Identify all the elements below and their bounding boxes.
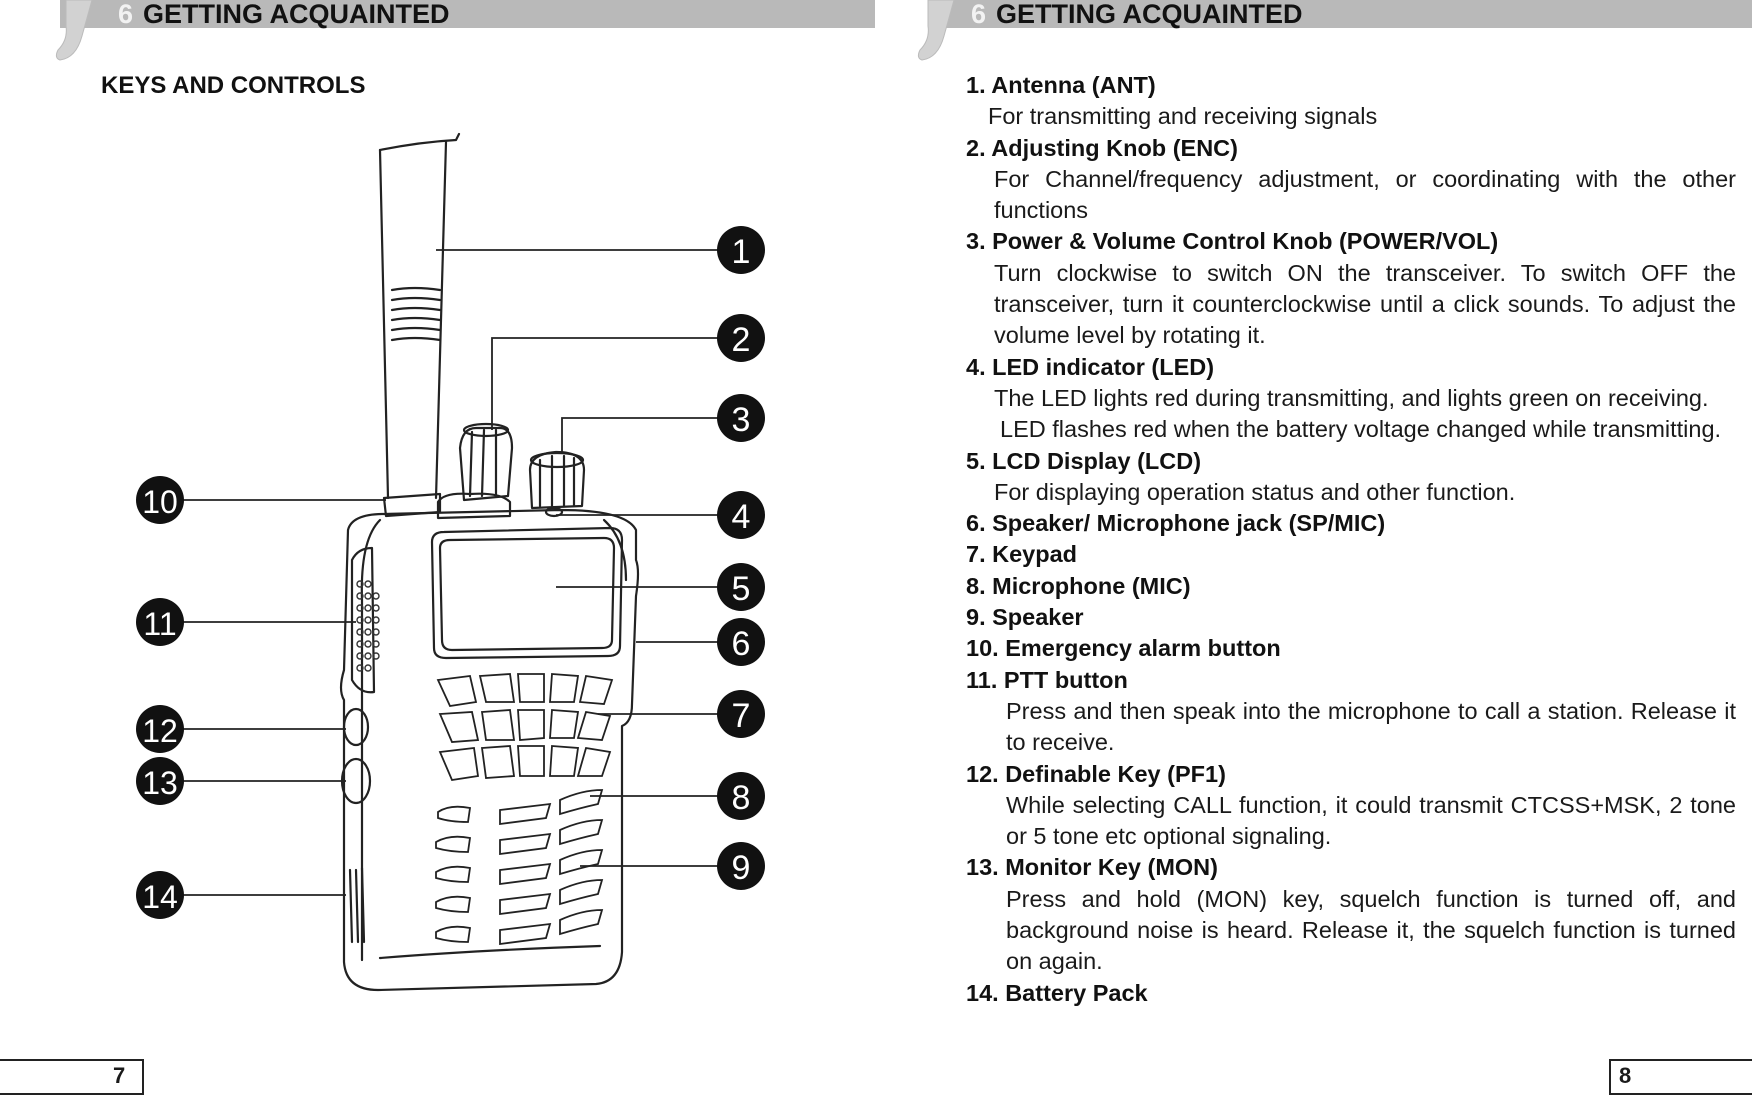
callout-label-1: 1 <box>732 233 751 271</box>
item-title: 11. PTT button <box>966 666 1128 693</box>
header-bar <box>60 0 875 28</box>
item-description: For Channel/frequency adjustment, or coo… <box>994 165 1736 224</box>
callout-label-10: 10 <box>142 484 178 520</box>
callout-1 <box>717 226 765 274</box>
list-item: 12. Definable Key (PF1) While selecting … <box>966 759 1736 853</box>
item-title: 14. Battery Pack <box>966 979 1148 1006</box>
list-item: 14. Battery Pack <box>966 978 1736 1009</box>
callout-4 <box>717 491 765 539</box>
list-item: 11. PTT button Press and then speak into… <box>966 665 1736 759</box>
page-tab-icon <box>55 0 93 61</box>
item-title: 6. Speaker/ Microphone jack (SP/MIC) <box>966 510 1386 537</box>
list-item: 3. Power & Volume Control Knob (POWER/VO… <box>966 226 1736 351</box>
item-title: 1. Antenna (ANT) <box>966 72 1156 98</box>
page-tab-icon <box>917 0 955 61</box>
callout-label-2: 2 <box>732 321 751 359</box>
callout-label-3: 3 <box>732 401 751 439</box>
item-description: The LED lights red during transmitting, … <box>994 384 1709 411</box>
callout-13 <box>136 757 184 805</box>
item-title: 7. Keypad <box>966 541 1078 568</box>
item-description: For displaying operation status and othe… <box>994 478 1516 505</box>
list-item: 4. LED indicator (LED) The LED lights re… <box>966 352 1736 446</box>
section-title: KEYS AND CONTROLS <box>101 72 366 99</box>
item-description: Turn clockwise to switch ON the transcei… <box>994 259 1736 349</box>
callout-14 <box>136 871 184 919</box>
list-item: 8. Microphone (MIC) <box>966 571 1736 602</box>
item-title: 12. Definable Key (PF1) <box>966 760 1226 787</box>
callout-label-8: 8 <box>732 779 751 817</box>
callout-5 <box>717 563 765 611</box>
item-description: For transmitting and receiving signals <box>988 103 1378 130</box>
item-title: 4. LED indicator (LED) <box>966 353 1215 380</box>
page-number-box <box>0 1059 144 1095</box>
item-description: Press and then speak into the microphone… <box>1006 697 1736 756</box>
list-item: 2. Adjusting Knob (ENC) For Channel/freq… <box>966 133 1736 227</box>
callout-label-12: 12 <box>142 713 178 749</box>
item-description: While selecting CALL function, it could … <box>1006 791 1736 850</box>
callout-label-14: 14 <box>142 879 178 915</box>
item-title: 2. Adjusting Knob (ENC) <box>966 134 1238 161</box>
item-title: 9. Speaker <box>966 604 1084 631</box>
callout-9 <box>717 842 765 890</box>
page-number: 8 <box>1619 1063 1632 1088</box>
callout-6 <box>717 618 765 666</box>
list-item: 13. Monitor Key (MON) Press and hold (MO… <box>966 852 1736 977</box>
list-item: 6. Speaker/ Microphone jack (SP/MIC) <box>966 508 1736 539</box>
callout-8 <box>717 772 765 820</box>
controls-list: 1. Antenna (ANT) For transmitting and re… <box>966 70 1736 1009</box>
callout-label-5: 5 <box>732 570 751 608</box>
item-description: Press and hold (MON) key, squelch functi… <box>1006 885 1736 975</box>
callout-2 <box>717 314 765 362</box>
callout-label-4: 4 <box>732 498 751 536</box>
callout-label-11: 11 <box>143 606 176 642</box>
list-item: 7. Keypad <box>966 539 1736 570</box>
callout-label-9: 9 <box>732 849 751 887</box>
callout-12 <box>136 705 184 753</box>
callout-7 <box>717 690 765 738</box>
item-title: 10. Emergency alarm button <box>966 635 1281 662</box>
callout-label-7: 7 <box>732 697 751 735</box>
callout-3 <box>717 394 765 442</box>
item-description: LED flashes red when the battery voltage… <box>1000 416 1722 443</box>
callout-label-13: 13 <box>142 765 178 801</box>
list-item: 1. Antenna (ANT) For transmitting and re… <box>966 70 1736 133</box>
list-item: 9. Speaker <box>966 602 1736 633</box>
item-title: 13. Monitor Key (MON) <box>966 854 1218 881</box>
item-title: 3. Power & Volume Control Knob (POWER/VO… <box>966 228 1499 255</box>
radio-diagram: 1 2 3 4 5 6 7 8 9 10 11 12 13 14 <box>136 132 765 992</box>
header-bar <box>936 0 1752 28</box>
item-title: 8. Microphone (MIC) <box>966 572 1191 599</box>
callout-10 <box>136 476 184 524</box>
callout-11 <box>136 598 184 646</box>
list-item: 10. Emergency alarm button <box>966 633 1736 664</box>
list-item: 5. LCD Display (LCD) For displaying oper… <box>966 446 1736 509</box>
callout-label-6: 6 <box>732 625 751 663</box>
page-number: 7 <box>113 1063 126 1088</box>
item-title: 5. LCD Display (LCD) <box>966 447 1202 474</box>
